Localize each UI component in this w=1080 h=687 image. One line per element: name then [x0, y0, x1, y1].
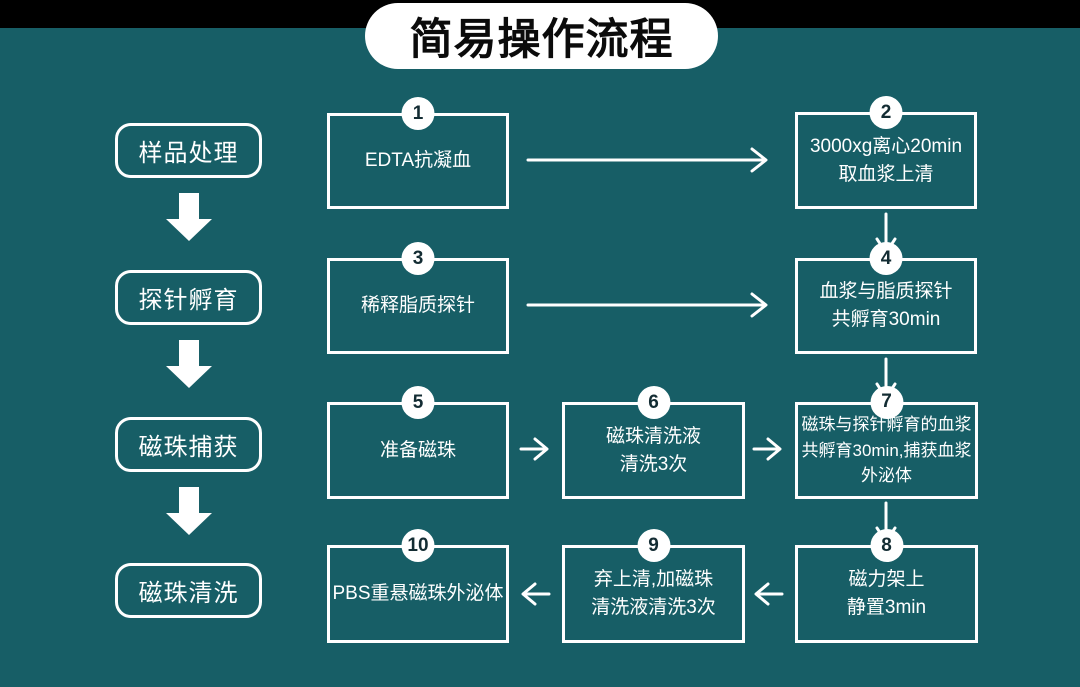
step-text: 稀释脂质探针 — [361, 292, 475, 320]
arrow-head — [166, 219, 212, 241]
step-line: 取血浆上清 — [838, 163, 934, 185]
arrow-step9-to-step10-icon — [518, 581, 552, 607]
arrow-shaft — [179, 193, 199, 219]
step-box-2: 2 3000xg离心20min 取血浆上清 — [795, 96, 977, 209]
stage-label-bead-washing: 磁珠清洗 — [115, 563, 262, 618]
step-number-badge: 10 — [401, 529, 435, 562]
step-line: PBS重悬磁珠外泌体 — [332, 583, 504, 605]
step-text: 血浆与脂质探针共孵育30min — [819, 278, 952, 333]
stage-down-arrow-icon — [166, 193, 212, 241]
step-box-1: 1 EDTA抗凝血 — [327, 97, 509, 209]
step-text: PBS重悬磁珠外泌体 — [332, 580, 503, 608]
step-number-badge: 1 — [401, 97, 435, 130]
step-line: 静置3min — [846, 597, 927, 618]
arrow-head — [166, 513, 212, 535]
step-line: 外泌体 — [861, 466, 912, 486]
step-box-3: 3 稀释脂质探针 — [327, 242, 509, 354]
step-line: 清洗3次 — [619, 453, 688, 475]
step-box-7: 7 磁珠与探针孵育的血浆共孵育30min,捕获血浆外泌体 — [795, 386, 978, 499]
step-number-badge: 3 — [401, 242, 435, 275]
page-title: 简易操作流程 — [365, 3, 718, 69]
stage-label-bead-capture: 磁珠捕获 — [115, 417, 262, 472]
step-line: 清洗液清洗3次 — [591, 597, 716, 618]
arrow-head — [166, 366, 212, 388]
step-number-badge: 4 — [869, 242, 903, 275]
step-text: 磁珠与探针孵育的血浆共孵育30min,捕获血浆外泌体 — [801, 412, 971, 489]
stage-label-probe-incubation: 探针孵育 — [115, 270, 262, 325]
stage-down-arrow-icon — [166, 487, 212, 535]
step-box-9: 9 弃上清,加磁珠清洗液清洗3次 — [562, 529, 745, 643]
arrow-step6-to-step7-icon — [751, 436, 785, 462]
arrow-step8-to-step9-icon — [751, 581, 785, 607]
arrow-step3-to-step4-icon — [526, 291, 776, 319]
step-box-5: 5 准备磁珠 — [327, 386, 509, 499]
step-text: EDTA抗凝血 — [365, 147, 471, 175]
step-line: 磁力架上 — [848, 569, 925, 591]
step-line: 血浆与脂质探针 — [819, 281, 953, 303]
step-line: 弃上清,加磁珠 — [593, 569, 714, 591]
arrow-shaft — [179, 487, 199, 513]
arrow-step5-to-step6-icon — [518, 436, 552, 462]
step-text: 3000xg离心20min 取血浆上清 — [810, 133, 962, 188]
step-line: 共孵育30min,捕获血浆 — [801, 440, 972, 460]
step-number-badge: 5 — [401, 386, 435, 419]
stage-label-sample-processing: 样品处理 — [115, 123, 262, 178]
step-text: 准备磁珠 — [380, 437, 456, 465]
step-number-badge: 9 — [637, 529, 670, 562]
step-text: 磁力架上静置3min — [847, 566, 926, 621]
step-box-10: 10 PBS重悬磁珠外泌体 — [327, 529, 509, 643]
step-line: 3000xg离心20min — [809, 135, 963, 157]
step-line: 稀释脂质探针 — [360, 295, 475, 317]
arrow-shaft — [179, 340, 199, 366]
step-box-6: 6 磁珠清洗液清洗3次 — [562, 386, 745, 499]
step-line: EDTA抗凝血 — [364, 150, 472, 172]
step-number-badge: 2 — [869, 96, 903, 129]
step-box-4: 4 血浆与脂质探针共孵育30min — [795, 242, 977, 354]
step-number-badge: 6 — [637, 386, 670, 419]
step-line: 磁珠清洗液 — [605, 425, 701, 447]
step-box-8: 8 磁力架上静置3min — [795, 529, 978, 643]
step-text: 弃上清,加磁珠清洗液清洗3次 — [591, 566, 716, 621]
arrow-step1-to-step2-icon — [526, 146, 776, 174]
step-line: 准备磁珠 — [379, 439, 456, 461]
step-number-badge: 7 — [870, 386, 903, 419]
step-text: 磁珠清洗液清洗3次 — [606, 423, 701, 478]
step-line: 磁珠与探针孵育的血浆 — [801, 415, 972, 435]
step-number-badge: 8 — [870, 529, 903, 562]
stage-down-arrow-icon — [166, 340, 212, 388]
step-line: 共孵育30min — [831, 309, 941, 330]
